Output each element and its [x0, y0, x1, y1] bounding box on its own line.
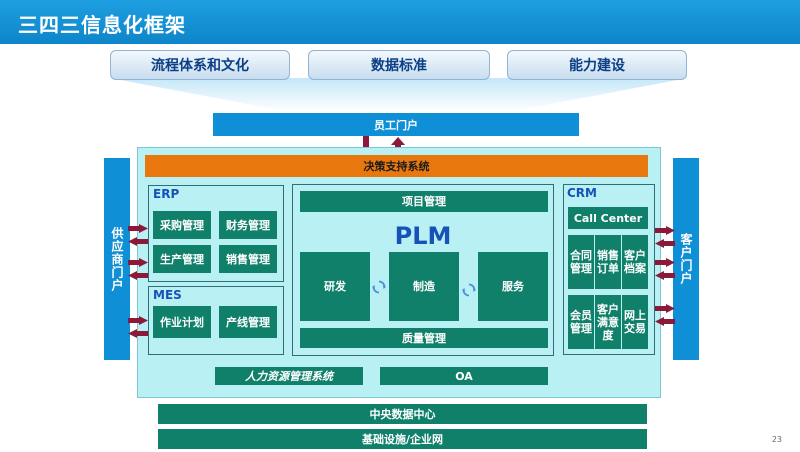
left-arrow-pair-1 — [128, 224, 148, 246]
customer-portal: 客户门户 — [673, 158, 699, 360]
plm-project-management: 项目管理 — [300, 191, 548, 212]
plm-rd: 研发 — [300, 252, 370, 321]
pillar-process-culture: 流程体系和文化 — [110, 50, 290, 80]
customer-portal-label: 客户门户 — [679, 233, 693, 285]
plm-service: 服务 — [478, 252, 548, 321]
funnel-shape — [110, 78, 688, 112]
crm-customer-profile: 客户档案 — [622, 235, 648, 289]
cycle-icon — [462, 283, 476, 297]
page-title: 三四三信息化框架 — [18, 13, 186, 37]
erp-finance: 财务管理 — [219, 211, 277, 239]
employee-portal: 员工门户 — [213, 113, 579, 136]
central-data-center: 中央数据中心 — [158, 404, 647, 424]
pillar-data-standard: 数据标准 — [308, 50, 490, 80]
decision-support-system: 决策支持系统 — [145, 155, 648, 177]
erp-sales: 销售管理 — [219, 245, 277, 273]
mes-label: MES — [153, 288, 182, 302]
right-arrow-pair-3 — [655, 304, 675, 326]
plm-manufacturing: 制造 — [389, 252, 459, 321]
right-arrow-pair-1 — [655, 226, 675, 248]
pillar-capability: 能力建设 — [507, 50, 687, 80]
plm-quality-management: 质量管理 — [300, 328, 548, 348]
title-bar — [0, 0, 800, 44]
crm-contract-management: 合同管理 — [568, 235, 594, 289]
left-arrow-pair-2 — [128, 258, 148, 280]
supplier-portal-label: 供应商门户 — [110, 226, 124, 292]
crm-sales-order: 销售订单 — [595, 235, 621, 289]
mes-line-management: 产线管理 — [219, 306, 277, 338]
supplier-portal: 供应商门户 — [104, 158, 130, 360]
crm-customer-satisfaction: 客户满意度 — [595, 295, 621, 349]
hr-management-system: 人力资源管理系统 — [215, 367, 363, 385]
page-number: 23 — [771, 435, 782, 444]
erp-label: ERP — [153, 187, 180, 201]
oa-system: OA — [380, 367, 548, 385]
cycle-icon — [372, 280, 386, 294]
mes-work-plan: 作业计划 — [153, 306, 211, 338]
crm-member-management: 会员管理 — [568, 295, 594, 349]
erp-production: 生产管理 — [153, 245, 211, 273]
erp-procurement: 采购管理 — [153, 211, 211, 239]
crm-call-center: Call Center — [568, 207, 648, 229]
left-arrow-pair-3 — [128, 316, 148, 338]
infrastructure-network: 基础设施/企业网 — [158, 429, 647, 449]
crm-label: CRM — [567, 186, 597, 200]
right-arrow-pair-2 — [655, 258, 675, 280]
crm-online-trading: 网上交易 — [622, 295, 648, 349]
plm-title: PLM — [394, 222, 452, 250]
